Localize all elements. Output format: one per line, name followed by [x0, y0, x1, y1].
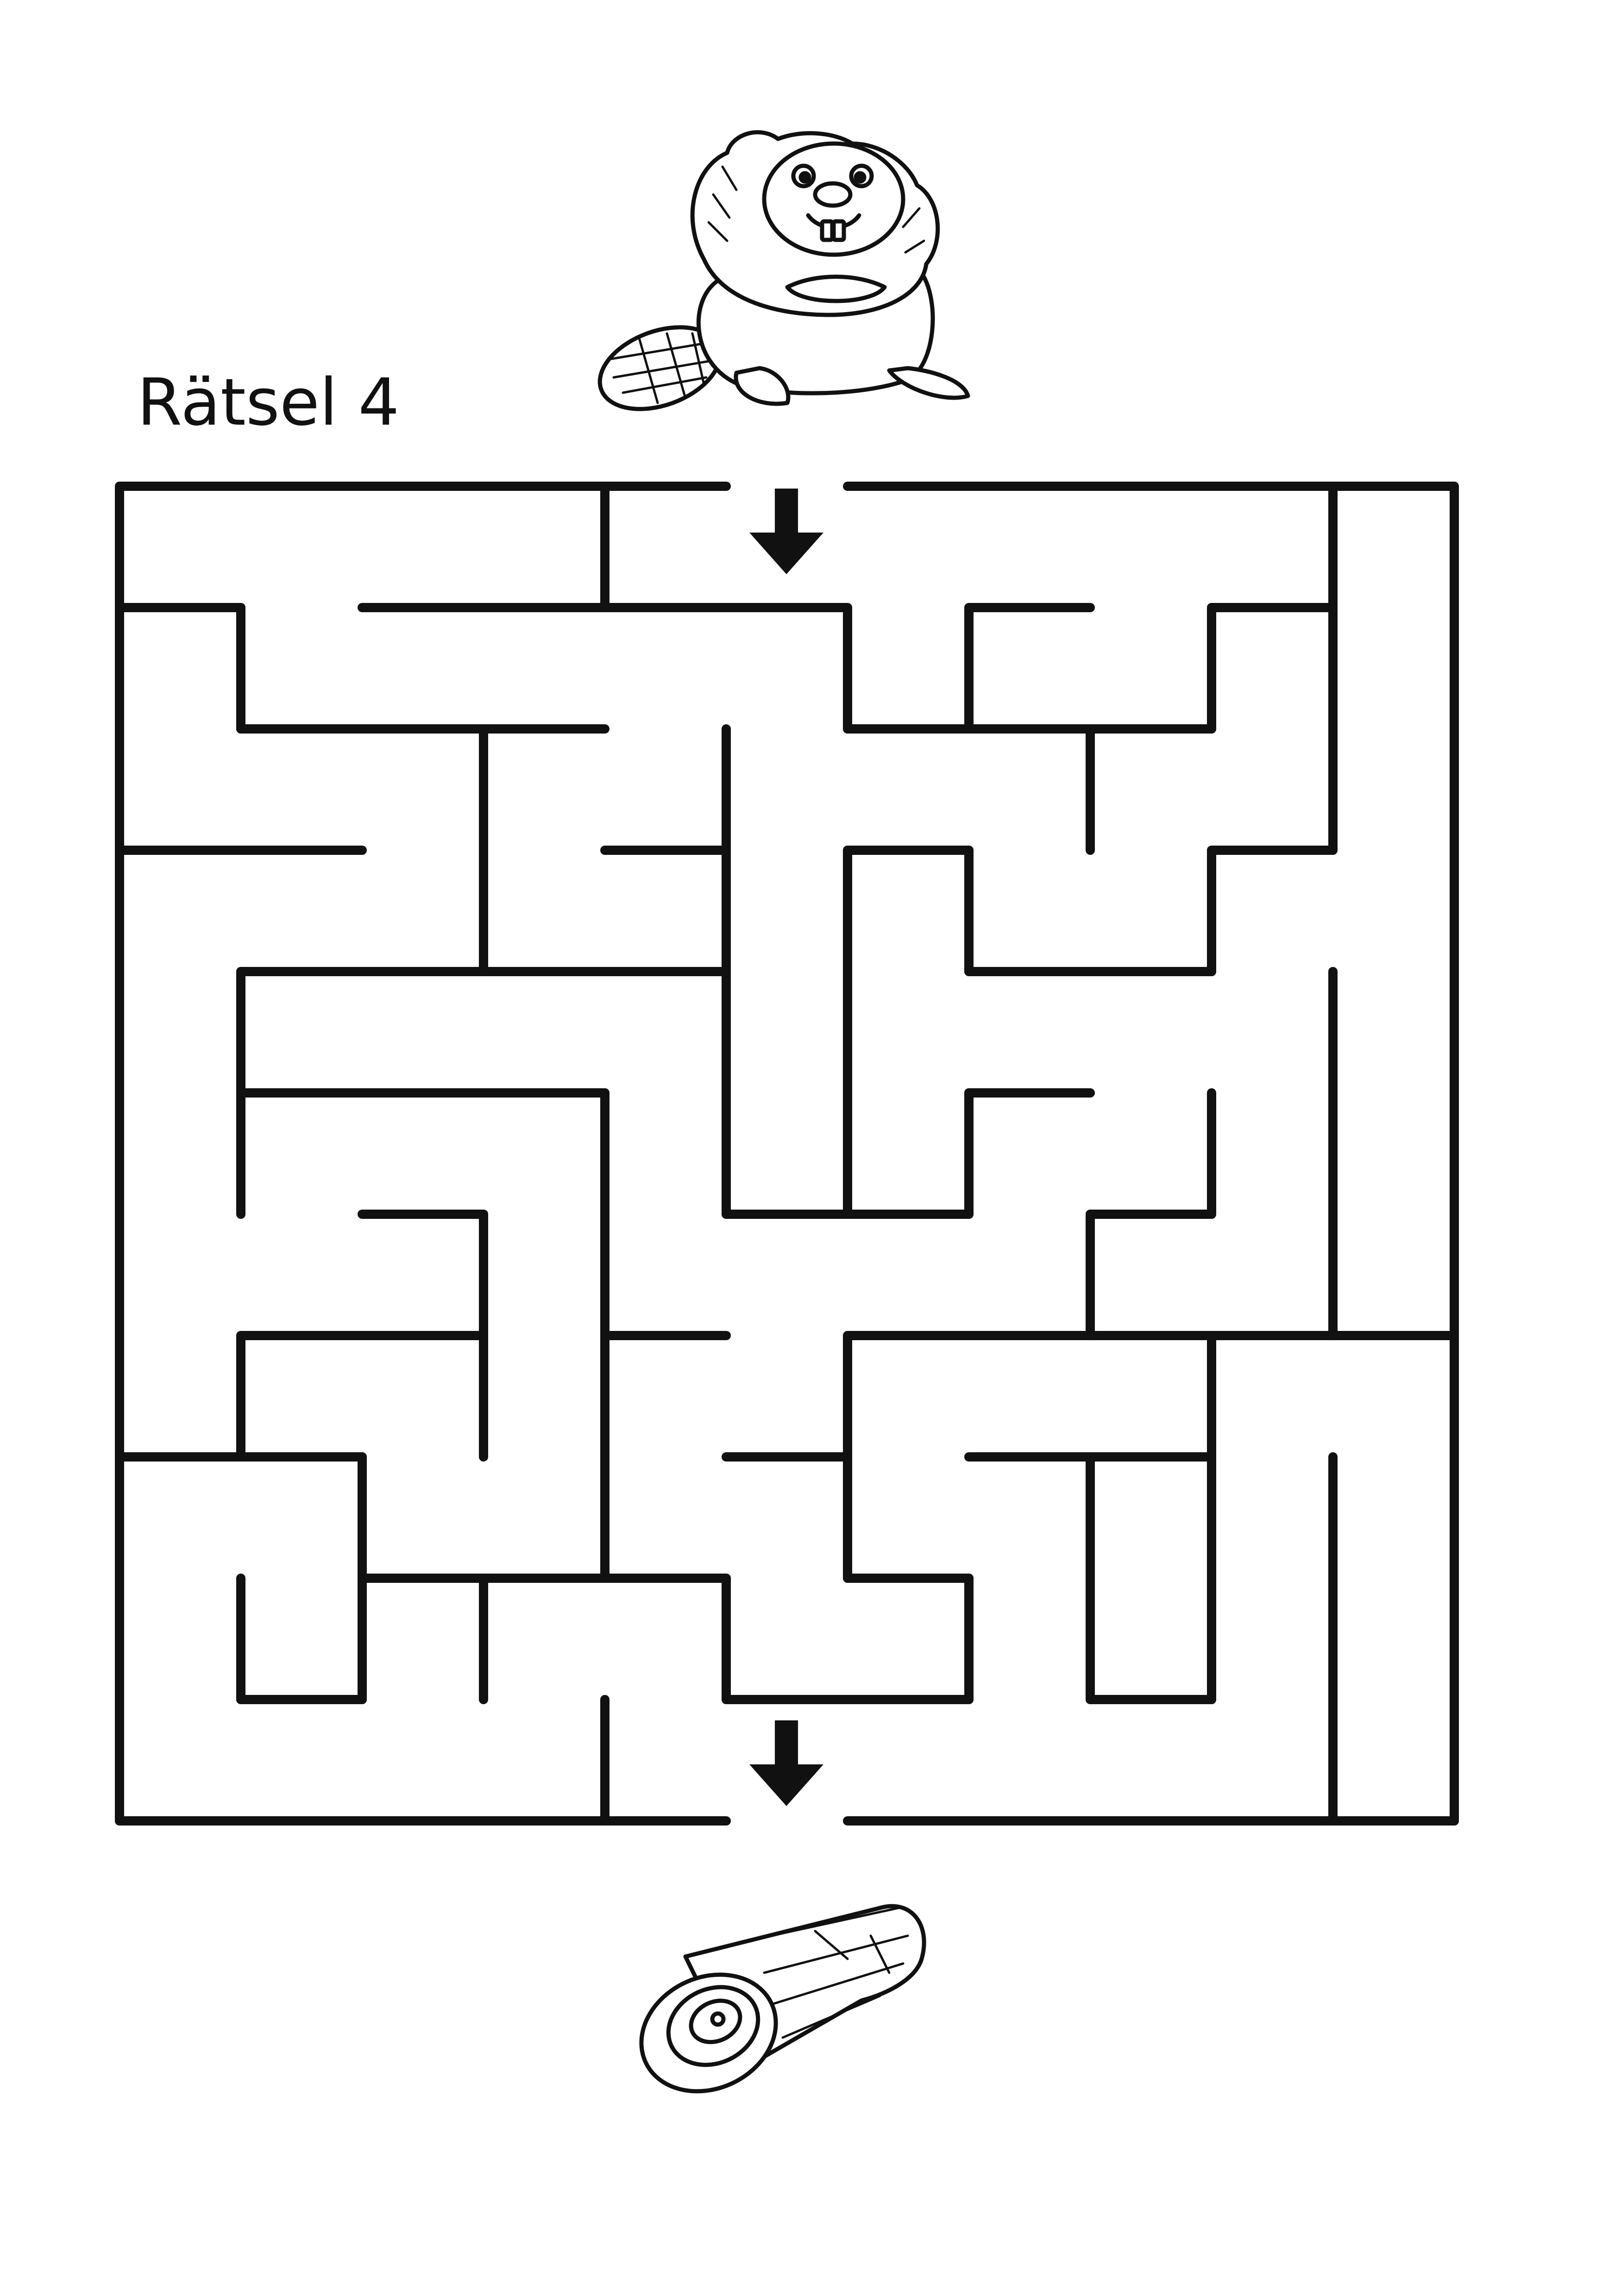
- puzzle-title: Rätsel 4: [137, 365, 400, 440]
- exit-arrow-icon: [749, 1720, 823, 1806]
- beaver-icon: [597, 130, 970, 411]
- wooden-log-icon: [639, 1904, 926, 2094]
- entrance-arrow-icon: [749, 489, 823, 574]
- maze-walls: [115, 482, 1459, 1826]
